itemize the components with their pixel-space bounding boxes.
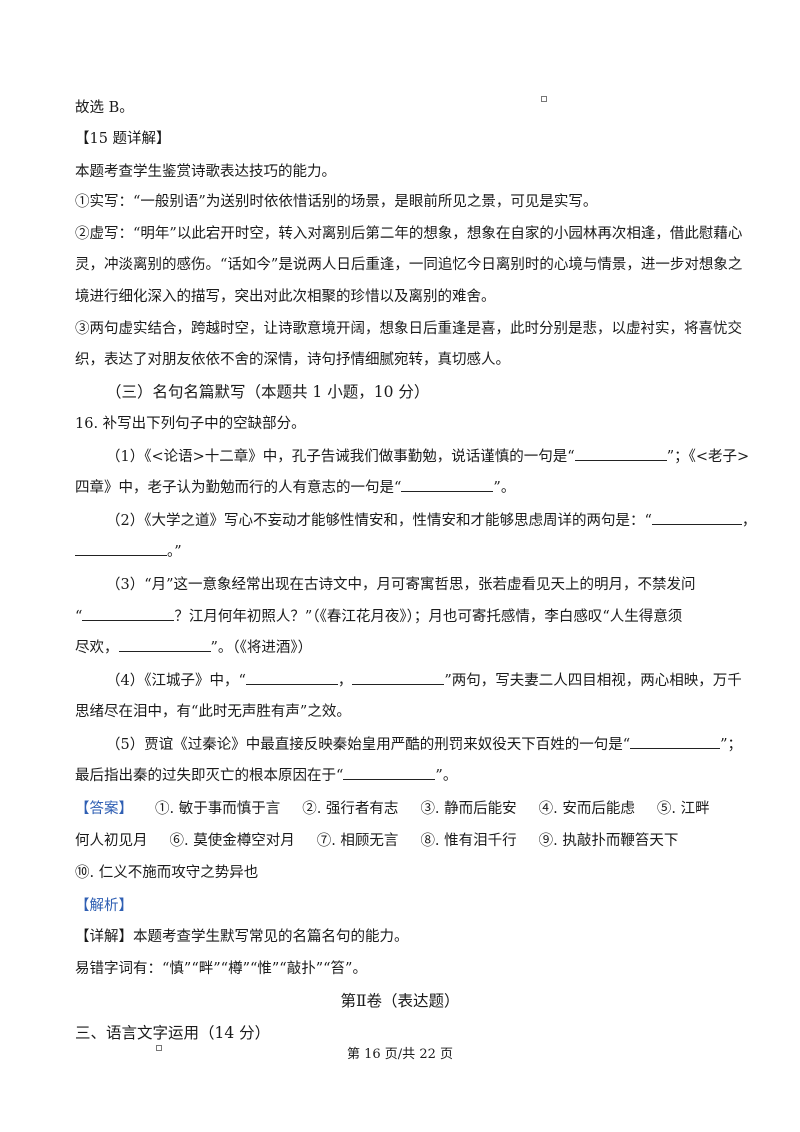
fill-blank[interactable] (118, 637, 211, 652)
q16-item-4: （4）《江城子》中，“，”两句，写夫妻二人四目相视，两心相映，万千 (106, 669, 742, 690)
analysis-label: 【解析】 (75, 898, 133, 914)
q15-detail-heading: 【15 题详解】 (75, 131, 171, 147)
fill-blank[interactable] (75, 541, 167, 556)
fill-blank[interactable] (651, 510, 742, 525)
q15-text: 境进行细化深入的描写，突出对此次相聚的珍惜以及离别的难舍。 (75, 289, 496, 305)
answer-choice: 故选 B。 (75, 100, 134, 116)
fill-blank[interactable] (82, 606, 175, 621)
q15-text: ②虚写：“明年”以此宕开时空，转入对离别后第二年的想象，想象在自家的小园林再次相… (75, 226, 743, 242)
q16-item-3: （3）“月”这一意象经常出现在古诗文中，月可寄寓哲思，张若虚看见天上的明月，不禁… (106, 577, 696, 593)
q16-item-2: （2）《大学之道》写心不妄动才能够性情安和，性情安和才能够思虑周详的两句是：“， (106, 509, 756, 530)
section-heading: （三）名句名篇默写（本题共 1 小题，10 分） (106, 383, 430, 401)
q15-text: ①实写：“一般别语”为送别时依依惜话别的场景，是眼前所见之景，可见是实写。 (75, 194, 598, 210)
q16-item-4-cont: 思绪尽在泪中，有“此时无声胜有声”之效。 (75, 704, 351, 720)
volume-heading: 第Ⅱ卷（表达题） (340, 992, 460, 1010)
answer-label: 【答案】 (75, 801, 133, 817)
fill-blank[interactable] (343, 765, 436, 780)
q15-text: 灵，冲淡离别的感伤。“话如今”是说两人日后重逢，一同追忆今日离别时的心境与情景，… (75, 257, 743, 273)
q15-text: ③两句虚实结合，跨越时空，让诗歌意境开阔，想象日后重逢是喜，此时分别是悲，以虚衬… (75, 321, 742, 337)
q16-item-5-cont: 最后指出秦的过失即灭亡的根本原因在于“”。 (75, 764, 457, 785)
q15-text: 织，表达了对朋友依依不舍的深情，诗句抒情细腻宛转，真切感人。 (75, 352, 510, 368)
fill-blank[interactable] (401, 477, 494, 492)
fill-blank[interactable] (352, 670, 445, 685)
q16-item-1: （1）《<论语>十二章》中，孔子告诫我们做事勤勉，说话谨慎的一句是“”；《<老子… (106, 445, 749, 466)
fill-blank[interactable] (630, 734, 721, 749)
error-prone-words: 易错字词有：“慎”“畔”“樽”“惟”“敲扑”“笞”。 (75, 961, 367, 977)
section-heading: 三、语言文字运用（14 分） (75, 1024, 271, 1042)
q16-item-1-cont: 四章》中，老子认为勤勉而行的人有意志的一句是“”。 (75, 476, 515, 497)
q16-item-3-cont: “？江月何年初照人？”（《春江花月夜》）；月也可寄托感情，李白感叹“人生得意须 (75, 605, 682, 626)
q16-item-3-cont: 尽欢，”。（《将进酒》） (75, 636, 312, 657)
q15-text: 本题考查学生鉴赏诗歌表达技巧的能力。 (75, 164, 336, 180)
q16-item-2-cont: 。” (75, 540, 182, 561)
marker-dot-bottom (156, 1045, 162, 1051)
answer-line-3: ⑩. 仁义不施而攻守之势异也 (75, 865, 259, 881)
fill-blank[interactable] (245, 670, 338, 685)
q16-title: 16. 补写出下列句子中的空缺部分。 (75, 416, 306, 432)
marker-dot-top (541, 96, 547, 102)
fill-blank[interactable] (574, 446, 667, 461)
page-footer: 第 16 页/共 22 页 (347, 1047, 453, 1062)
analysis-detail: 【详解】本题考查学生默写常见的名篇名句的能力。 (75, 929, 409, 945)
q16-item-5: （5）贾谊《过秦论》中最直接反映秦始皇用严酷的刑罚来奴役天下百姓的一句是“”； (106, 733, 742, 754)
